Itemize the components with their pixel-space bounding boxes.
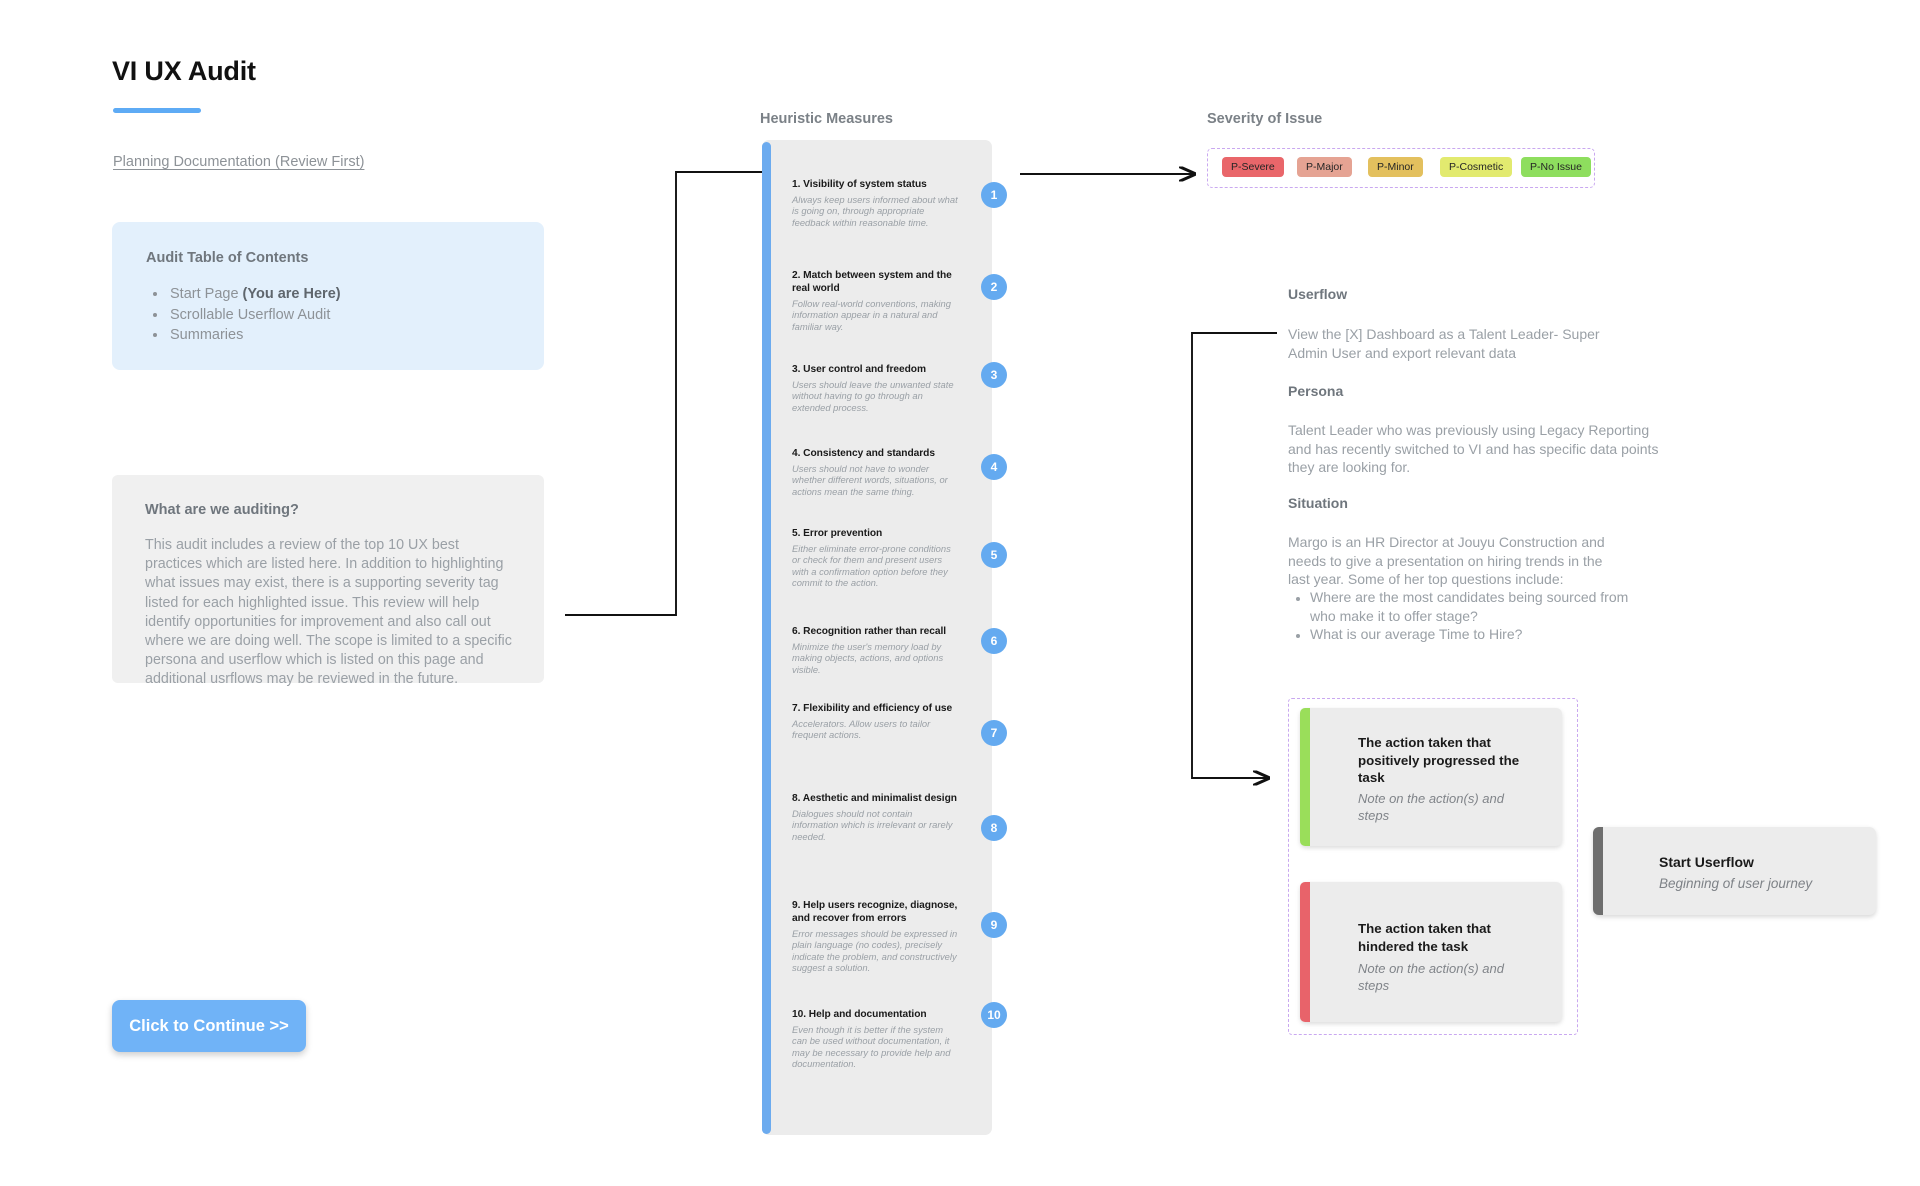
list-item: Where are the most candidates being sour… [1310, 588, 1630, 625]
heuristic-description: Follow real-world conventions, making in… [792, 298, 951, 332]
page-title: VI UX Audit [112, 56, 256, 86]
userflow-heading: Userflow [1288, 286, 1348, 302]
audit-toc-card: Audit Table of Contents Start Page (You … [112, 222, 544, 370]
severity-tag[interactable]: P-Major [1297, 157, 1352, 177]
click-to-continue-button[interactable]: Click to Continue >> [112, 1000, 306, 1052]
heuristics-panel-accent-bar [762, 142, 771, 1134]
persona-body: Talent Leader who was previously using L… [1288, 422, 1659, 475]
heuristic-title: 4. Consistency and standards [792, 448, 935, 459]
heuristic-number-badge: 10 [981, 1002, 1007, 1028]
heuristic-description: Users should not have to wonder whether … [792, 463, 948, 497]
heuristic-description: Either eliminate error-prone conditions … [792, 543, 951, 589]
title-underline-rule [113, 108, 201, 113]
toc-item-emphasis: (You are Here) [242, 286, 341, 302]
action-card-accent-bar [1300, 708, 1310, 846]
severity-tag[interactable]: P-No Issue [1521, 157, 1591, 177]
heuristic-description: Users should leave the unwanted state wi… [792, 379, 954, 413]
action-card[interactable]: The action taken that positively progres… [1300, 708, 1562, 846]
severity-tag[interactable]: P-Cosmetic [1440, 157, 1513, 177]
toc-item-label: Scrollable Userflow Audit [170, 306, 331, 323]
heuristic-number-badge: 5 [981, 542, 1007, 568]
action-card-note: Note on the action(s) and steps [1358, 961, 1504, 993]
heuristic-number-badge: 4 [981, 454, 1007, 480]
heuristic-number-badge: 6 [981, 628, 1007, 654]
heuristic-title: 5. Error prevention [792, 528, 883, 539]
heuristic-title: 8. Aesthetic and minimalist design [792, 793, 957, 804]
toc-item-label: Summaries [170, 327, 244, 343]
situation-heading: Situation [1288, 495, 1348, 511]
severity-tag[interactable]: P-Severe [1222, 157, 1284, 177]
heuristics-panel [762, 140, 992, 1135]
action-card-title: The action taken that hindered the task [1358, 921, 1491, 954]
severity-tags-container [1207, 148, 1595, 188]
connector-audit-to-heuristics [565, 171, 762, 616]
severity-of-issue-heading: Severity of Issue [1207, 111, 1323, 127]
heuristic-description: Error messages should be expressed in pl… [792, 928, 958, 974]
start-userflow-card[interactable]: Start Userflow Beginning of user journey [1593, 827, 1876, 915]
action-cards-container [1288, 698, 1578, 1035]
start-card-subtitle: Beginning of user journey [1659, 876, 1813, 891]
heuristic-title: 9. Help users recognize, diagnose, and r… [792, 900, 958, 924]
heuristic-title: 10. Help and documentation [792, 1009, 927, 1020]
heuristic-item[interactable]: 9. Help users recognize, diagnose, and r… [792, 899, 960, 974]
heuristic-description: Minimize the user's memory load by makin… [792, 641, 944, 675]
action-card-note: Note on the action(s) and steps [1358, 791, 1504, 823]
toc-title: Audit Table of Contents [146, 250, 309, 266]
audit-card-body: This audit includes a review of the top … [145, 537, 512, 688]
situation-body: Margo is an HR Director at Jouyu Constru… [1288, 534, 1605, 587]
action-card-title: The action taken that positively progres… [1358, 735, 1520, 785]
userflow-body: View the [X] Dashboard as a Talent Leade… [1288, 326, 1600, 361]
list-item[interactable]: Summaries [168, 325, 341, 346]
what-are-we-auditing-card: What are we auditing? This audit include… [112, 475, 544, 687]
severity-tag[interactable]: P-Minor [1368, 157, 1423, 177]
heuristic-measures-heading: Heuristic Measures [760, 111, 893, 127]
heuristic-number-badge: 7 [981, 720, 1007, 746]
list-item: What is our average Time to Hire? [1310, 625, 1630, 644]
audit-card-title: What are we auditing? [145, 502, 299, 518]
heuristic-number-badge: 1 [981, 182, 1007, 208]
heuristic-title: 7. Flexibility and efficiency of use [792, 703, 953, 714]
start-card-title: Start Userflow [1659, 854, 1754, 870]
heuristic-number-badge: 3 [981, 362, 1007, 388]
toc-list: Start Page (You are Here)Scrollable User… [146, 284, 341, 346]
situation-question-list: Where are the most candidates being sour… [1288, 588, 1630, 644]
heuristic-description: Even though it is better if the system c… [792, 1024, 951, 1070]
action-card-accent-bar [1300, 882, 1310, 1022]
heuristic-description: Dialogues should not contain information… [792, 808, 953, 842]
heuristic-description: Accelerators. Allow users to tailor freq… [792, 718, 931, 741]
heuristic-item[interactable]: 2. Match between system and the real wor… [792, 269, 960, 332]
heuristic-description: Always keep users informed about what is… [792, 194, 958, 228]
heuristic-title: 6. Recognition rather than recall [792, 626, 947, 637]
heuristic-title: 3. User control and freedom [792, 364, 926, 375]
toc-item-label: Start Page [170, 286, 243, 302]
heuristic-title: 1. Visibility of system status [792, 179, 927, 190]
heuristic-title: 2. Match between system and the real wor… [792, 270, 952, 294]
heuristic-number-badge: 9 [981, 912, 1007, 938]
list-item[interactable]: Start Page (You are Here) [168, 284, 341, 305]
persona-heading: Persona [1288, 383, 1344, 399]
heuristic-number-badge: 2 [981, 274, 1007, 300]
connector-userflow-to-action-cards [1191, 332, 1277, 778]
planning-documentation-link[interactable]: Planning Documentation (Review First) [113, 154, 365, 170]
heuristic-number-badge: 8 [981, 815, 1007, 841]
list-item[interactable]: Scrollable Userflow Audit [168, 305, 341, 326]
start-card-accent-bar [1593, 827, 1603, 915]
